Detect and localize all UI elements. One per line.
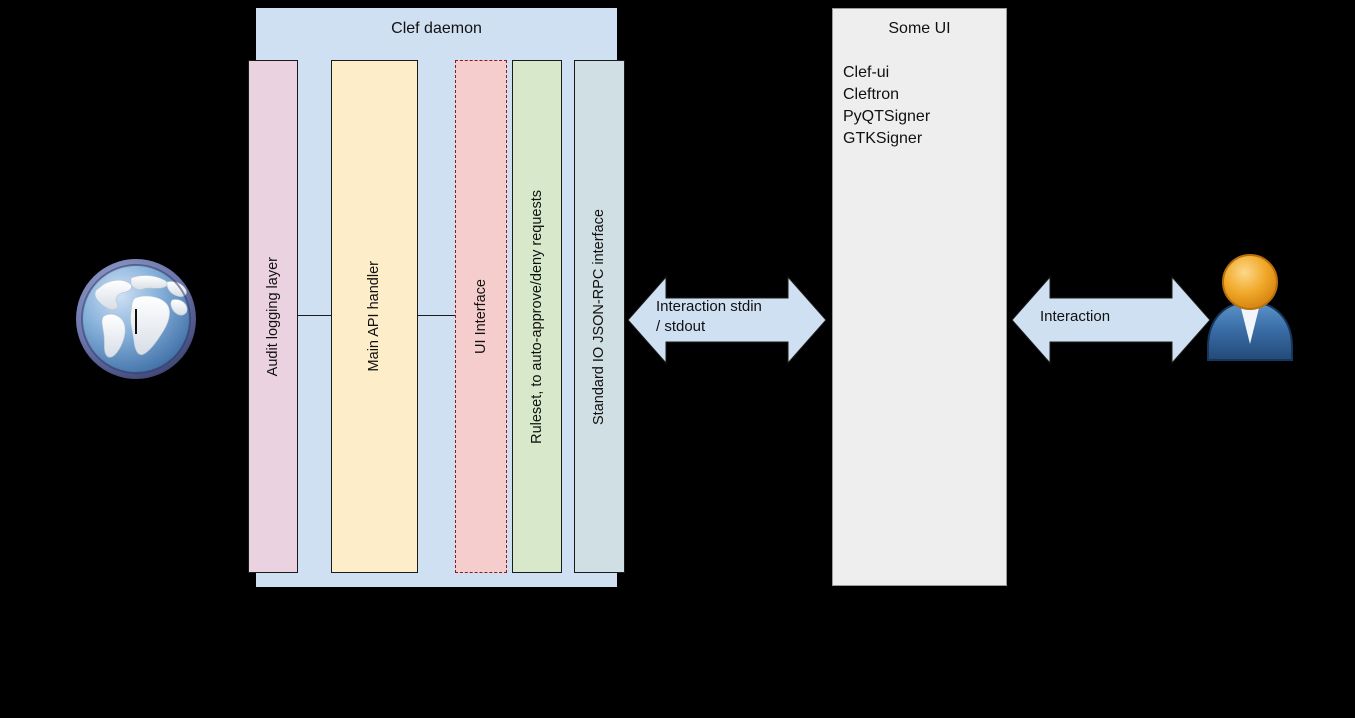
some-ui-title: Some UI xyxy=(888,20,951,37)
globe-icon xyxy=(71,254,201,384)
stdio-arrow-label: Interaction stdin / stdout xyxy=(656,297,836,337)
module-label: UI Interface xyxy=(472,279,489,354)
module-main-api-handler[interactable]: Main API handler xyxy=(331,60,418,573)
list-item: Clef-ui xyxy=(843,64,890,81)
list-item: Cleftron xyxy=(843,86,900,103)
module-standard-io-jsonrpc[interactable]: Standard IO JSON-RPC interface xyxy=(574,60,625,573)
list-item: PyQTSigner xyxy=(843,108,931,125)
user-arrow-label: Interaction xyxy=(1040,307,1210,327)
connector-line-api-ui xyxy=(417,315,456,316)
module-ruleset[interactable]: Ruleset, to auto-approve/deny requests xyxy=(512,60,562,573)
user-arrow-label-line1: Interaction xyxy=(1040,308,1111,325)
clef-daemon-title: Clef daemon xyxy=(391,20,482,37)
stdio-interaction-arrow xyxy=(628,276,826,364)
connector-line-audit-api xyxy=(298,315,332,316)
user-icon xyxy=(1204,252,1296,362)
module-label: Ruleset, to auto-approve/deny requests xyxy=(528,189,545,444)
some-ui-panel xyxy=(832,8,1007,586)
list-item: GTKSigner xyxy=(843,130,923,147)
module-audit-logging-layer[interactable]: Audit logging layer xyxy=(248,60,298,573)
stdio-arrow-label-line1: Interaction stdin xyxy=(656,298,762,315)
module-label: Audit logging layer xyxy=(264,256,281,377)
user-interaction-arrow xyxy=(1012,276,1210,364)
some-ui-list: Clef-ui Cleftron PyQTSigner GTKSigner xyxy=(843,62,1003,150)
module-label: Main API handler xyxy=(366,261,383,372)
module-label: Standard IO JSON-RPC interface xyxy=(591,208,608,425)
clef-daemon-container xyxy=(256,8,617,587)
stdio-arrow-label-line2: / stdout xyxy=(656,318,706,335)
module-ui-interface[interactable]: UI Interface xyxy=(455,60,507,573)
